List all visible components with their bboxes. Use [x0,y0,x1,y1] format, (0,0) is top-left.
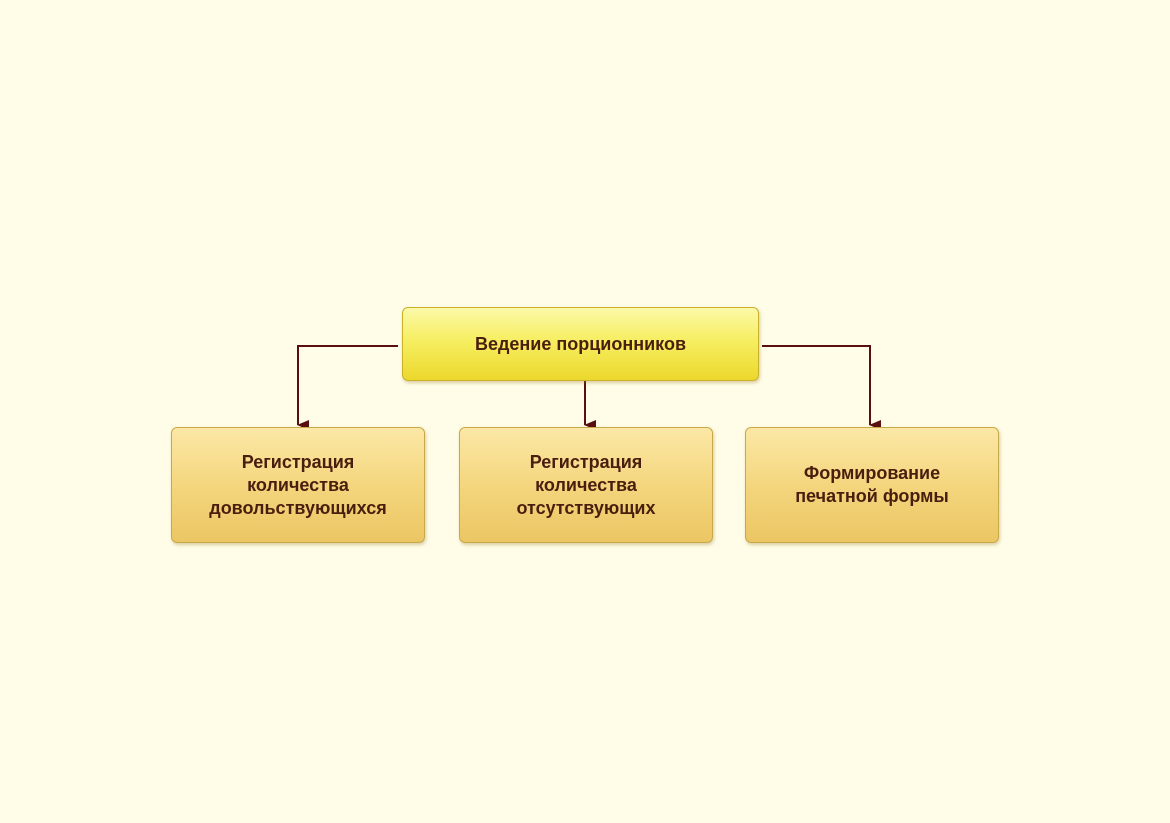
child-node-print-form[interactable]: Формирование печатной формы [745,427,999,543]
root-node-label: Ведение порционников [474,333,687,354]
child-node-label: Формирование печатной формы [795,463,949,506]
root-node[interactable]: Ведение порционников [402,307,759,381]
connector-left [297,345,398,430]
child-node-registration-absent[interactable]: Регистрация количества отсутствующих [459,427,713,543]
child-node-label: Регистрация количества отсутствующих [516,451,656,518]
connector-right [762,345,881,430]
child-node-label: Регистрация количества довольствующихся [209,451,387,518]
child-node-registration-present[interactable]: Регистрация количества довольствующихся [171,427,425,543]
